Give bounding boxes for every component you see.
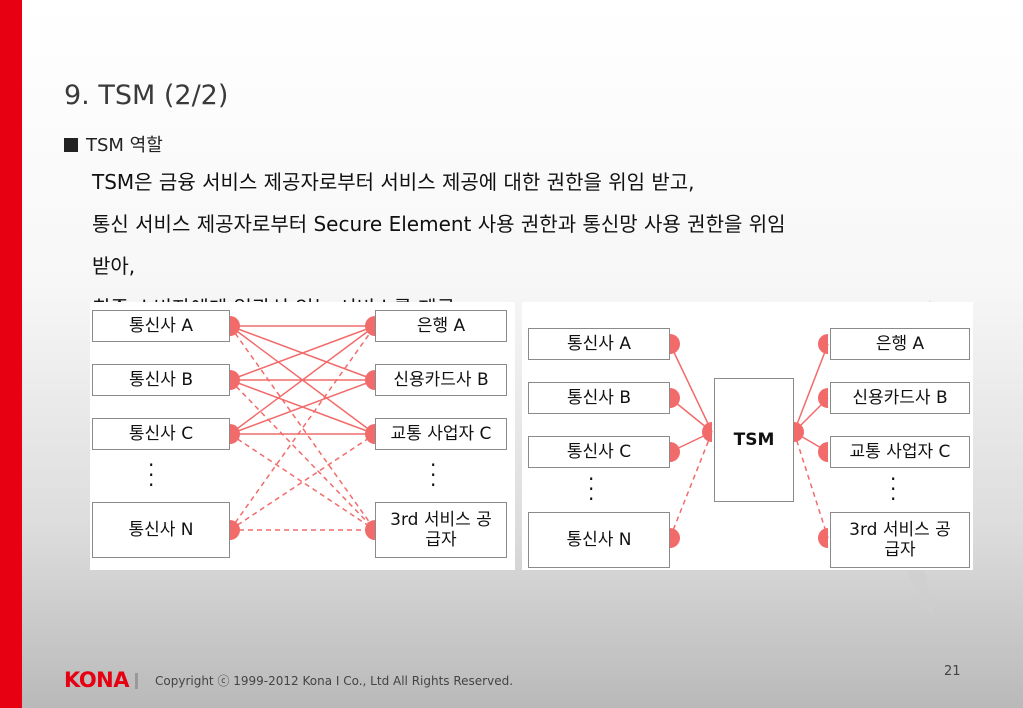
tsm-hub-box: TSM bbox=[714, 378, 794, 502]
ellipsis-dots: ··· bbox=[148, 453, 155, 497]
provider-box: 교통 사업자 C bbox=[830, 436, 970, 468]
logo-divider bbox=[135, 673, 139, 689]
bullet-heading: TSM 역할 bbox=[64, 131, 163, 157]
slide-title: 9. TSM (2/2) bbox=[64, 80, 229, 111]
tsm-hub-lines bbox=[669, 334, 829, 548]
carrier-box: 통신사 C bbox=[528, 436, 670, 468]
ellipsis-dots: ··· bbox=[588, 467, 595, 511]
carrier-box: 통신사 A bbox=[528, 328, 670, 360]
square-bullet-icon bbox=[64, 138, 78, 152]
kona-logo: KONA bbox=[64, 668, 139, 692]
provider-box: 3rd 서비스 공급자 bbox=[375, 502, 507, 558]
direct-connection-lines bbox=[229, 316, 376, 540]
provider-box: 은행 A bbox=[830, 328, 970, 360]
ellipsis-dots: ··· bbox=[890, 467, 897, 511]
provider-box: 신용카드사 B bbox=[830, 382, 970, 414]
carrier-box: 통신사 B bbox=[92, 364, 230, 396]
ellipsis-dots: ··· bbox=[430, 453, 437, 497]
bullet-text: TSM 역할 bbox=[86, 135, 163, 156]
carrier-box: 통신사 A bbox=[92, 310, 230, 342]
provider-box: 3rd 서비스 공급자 bbox=[830, 512, 970, 568]
left-accent-bar bbox=[0, 0, 22, 708]
direct-connection-diagram: 통신사 A 통신사 B 통신사 C ··· 통신사 N 은행 A 신용카드사 B… bbox=[90, 302, 515, 570]
carrier-box: 통신사 B bbox=[528, 382, 670, 414]
provider-box: 신용카드사 B bbox=[375, 364, 507, 396]
tsm-hub-diagram: 통신사 A 통신사 B 통신사 C ··· 통신사 N TSM 은행 A 신용카… bbox=[522, 302, 973, 570]
carrier-box: 통신사 N bbox=[92, 502, 230, 558]
provider-box: 은행 A bbox=[375, 310, 507, 342]
carrier-box: 통신사 N bbox=[528, 512, 670, 568]
provider-box: 교통 사업자 C bbox=[375, 418, 507, 450]
page-number: 21 bbox=[944, 664, 961, 679]
body-line-2: 통신 서비스 제공자로부터 Secure Element 사용 권한과 통신망 … bbox=[92, 212, 786, 236]
carrier-box: 통신사 C bbox=[92, 418, 230, 450]
logo-text: KONA bbox=[64, 668, 130, 692]
body-line-1: TSM은 금융 서비스 제공자로부터 서비스 제공에 대한 권한을 위임 받고, bbox=[92, 170, 695, 194]
body-line-3: 받아, bbox=[92, 254, 136, 278]
copyright-text: Copyright ⓒ 1999-2012 Kona I Co., Ltd Al… bbox=[155, 674, 514, 688]
